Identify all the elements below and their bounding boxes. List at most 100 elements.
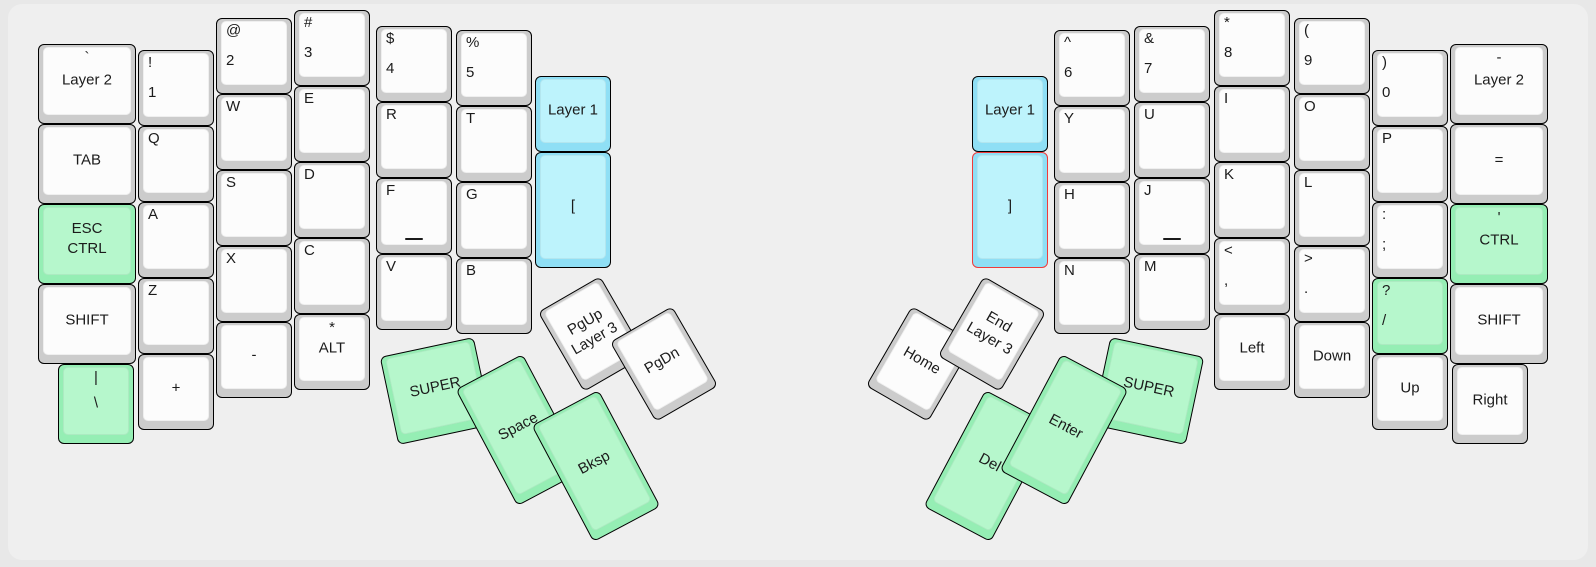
key-r-r1-c2[interactable]: ^6 bbox=[1054, 30, 1130, 106]
key-l-r4-c3[interactable]: X bbox=[216, 246, 292, 322]
key-l-r2-c5[interactable]: R bbox=[376, 102, 452, 178]
key-l-r1-c5[interactable]: $4 bbox=[376, 26, 452, 102]
key-r-r1-c6[interactable]: )0 bbox=[1372, 50, 1448, 126]
key-r-r4-c7[interactable]: SHIFT bbox=[1450, 284, 1548, 364]
key-l-r3-c3[interactable]: S bbox=[216, 170, 292, 246]
key-l-r1-c3[interactable]: @2 bbox=[216, 18, 292, 94]
key-r-r1-c5[interactable]: (9 bbox=[1294, 18, 1370, 94]
key-r-r3-c2[interactable]: H bbox=[1054, 182, 1130, 258]
key-cap bbox=[381, 181, 447, 245]
key-r-r3-c5[interactable]: L bbox=[1294, 170, 1370, 246]
key-r-r1-c4[interactable]: *8 bbox=[1214, 10, 1290, 86]
key-cap bbox=[461, 261, 527, 325]
key-cap bbox=[1139, 181, 1205, 245]
key-cap bbox=[1219, 13, 1285, 77]
key-r-r4-c2[interactable]: N bbox=[1054, 258, 1130, 334]
key-r-r3-c4[interactable]: K bbox=[1214, 162, 1290, 238]
key-cap bbox=[381, 257, 447, 321]
key-r-r5-c4[interactable]: Left bbox=[1214, 314, 1290, 390]
key-l-r3-c2[interactable]: A bbox=[138, 202, 214, 278]
key-r-r3-c7[interactable]: 'CTRL bbox=[1450, 204, 1548, 284]
key-cap bbox=[1455, 207, 1543, 275]
key-l-r2-c6[interactable]: T bbox=[456, 106, 532, 182]
key-cap bbox=[1139, 105, 1205, 169]
key-cap bbox=[1299, 249, 1365, 313]
key-l-r1-c6[interactable]: %5 bbox=[456, 30, 532, 106]
key-r-r4-c3[interactable]: M bbox=[1134, 254, 1210, 330]
key-cap bbox=[43, 47, 131, 115]
key-cap bbox=[540, 79, 606, 143]
key-r-r3-c3[interactable]: J bbox=[1134, 178, 1210, 254]
key-cap bbox=[43, 207, 131, 275]
key-cap bbox=[1455, 127, 1543, 195]
key-l-r5-c3[interactable]: - bbox=[216, 322, 292, 398]
key-cap bbox=[299, 165, 365, 229]
key-cap bbox=[43, 127, 131, 195]
key-l-r2-c2[interactable]: Q bbox=[138, 126, 214, 202]
key-cap bbox=[540, 155, 606, 259]
key-l-r5-c4[interactable]: *ALT bbox=[294, 314, 370, 390]
key-r-r5-c6[interactable]: Up bbox=[1372, 354, 1448, 430]
key-cap bbox=[1059, 33, 1125, 97]
key-r-r3-c6[interactable]: :; bbox=[1372, 202, 1448, 278]
key-l-r2-c3[interactable]: W bbox=[216, 94, 292, 170]
key-r-r5-c7[interactable]: Right bbox=[1452, 364, 1528, 444]
key-l-r4-c6[interactable]: B bbox=[456, 258, 532, 334]
key-l-r4-c2[interactable]: Z bbox=[138, 278, 214, 354]
key-r-r4-c5[interactable]: >. bbox=[1294, 246, 1370, 322]
key-r-r2-c3[interactable]: U bbox=[1134, 102, 1210, 178]
key-l-r5-c2[interactable]: + bbox=[138, 354, 214, 430]
key-l-r5-c1[interactable]: |\ bbox=[58, 364, 134, 444]
key-l-r4-c4[interactable]: C bbox=[294, 238, 370, 314]
key-cap bbox=[461, 185, 527, 249]
key-cap bbox=[1377, 281, 1443, 345]
key-cap bbox=[977, 79, 1043, 143]
key-r-r2-c5[interactable]: O bbox=[1294, 94, 1370, 170]
key-r-r2-c4[interactable]: I bbox=[1214, 86, 1290, 162]
key-cap bbox=[1219, 89, 1285, 153]
key-cap bbox=[143, 53, 209, 117]
key-r-r4-c6[interactable]: ?/ bbox=[1372, 278, 1448, 354]
key-l-r4-c1[interactable]: SHIFT bbox=[38, 284, 136, 364]
key-r-r2-c2[interactable]: Y bbox=[1054, 106, 1130, 182]
key-l-r3-c5[interactable]: F bbox=[376, 178, 452, 254]
key-cap bbox=[1059, 261, 1125, 325]
key-cap bbox=[299, 317, 365, 381]
key-cap bbox=[143, 205, 209, 269]
key-l-r1-c1[interactable]: `Layer 2 bbox=[38, 44, 136, 124]
key-l-r2-c1[interactable]: TAB bbox=[38, 124, 136, 204]
key-cap bbox=[1139, 29, 1205, 93]
key-cap bbox=[143, 357, 209, 421]
key-cap bbox=[1299, 173, 1365, 237]
key-cap bbox=[1455, 47, 1543, 115]
key-cap bbox=[1455, 287, 1543, 355]
key-r-r2-c1[interactable]: ] bbox=[972, 152, 1048, 268]
key-cap bbox=[221, 325, 287, 389]
key-l-r4-c5[interactable]: V bbox=[376, 254, 452, 330]
key-r-r4-c4[interactable]: <, bbox=[1214, 238, 1290, 314]
key-l-r1-c4[interactable]: #3 bbox=[294, 10, 370, 86]
key-l-r2-c7[interactable]: [ bbox=[535, 152, 611, 268]
key-cap bbox=[299, 13, 365, 77]
key-l-r2-c4[interactable]: E bbox=[294, 86, 370, 162]
key-cap bbox=[143, 281, 209, 345]
key-l-r1-c2[interactable]: !1 bbox=[138, 50, 214, 126]
key-r-r1-c3[interactable]: &7 bbox=[1134, 26, 1210, 102]
key-cap bbox=[977, 155, 1043, 259]
key-cap bbox=[461, 33, 527, 97]
key-cap bbox=[221, 21, 287, 85]
key-cap bbox=[1299, 97, 1365, 161]
key-cap bbox=[63, 367, 129, 435]
key-r-r1-c1[interactable]: Layer 1 bbox=[972, 76, 1048, 152]
key-r-r2-c6[interactable]: P bbox=[1372, 126, 1448, 202]
key-r-r2-c7[interactable]: = bbox=[1450, 124, 1548, 204]
key-cap bbox=[1219, 241, 1285, 305]
key-cap bbox=[1059, 109, 1125, 173]
key-r-r5-c5[interactable]: Down bbox=[1294, 322, 1370, 398]
key-l-r1-c7[interactable]: Layer 1 bbox=[535, 76, 611, 152]
key-r-r1-c7[interactable]: -Layer 2 bbox=[1450, 44, 1548, 124]
key-l-r3-c6[interactable]: G bbox=[456, 182, 532, 258]
key-l-r3-c4[interactable]: D bbox=[294, 162, 370, 238]
